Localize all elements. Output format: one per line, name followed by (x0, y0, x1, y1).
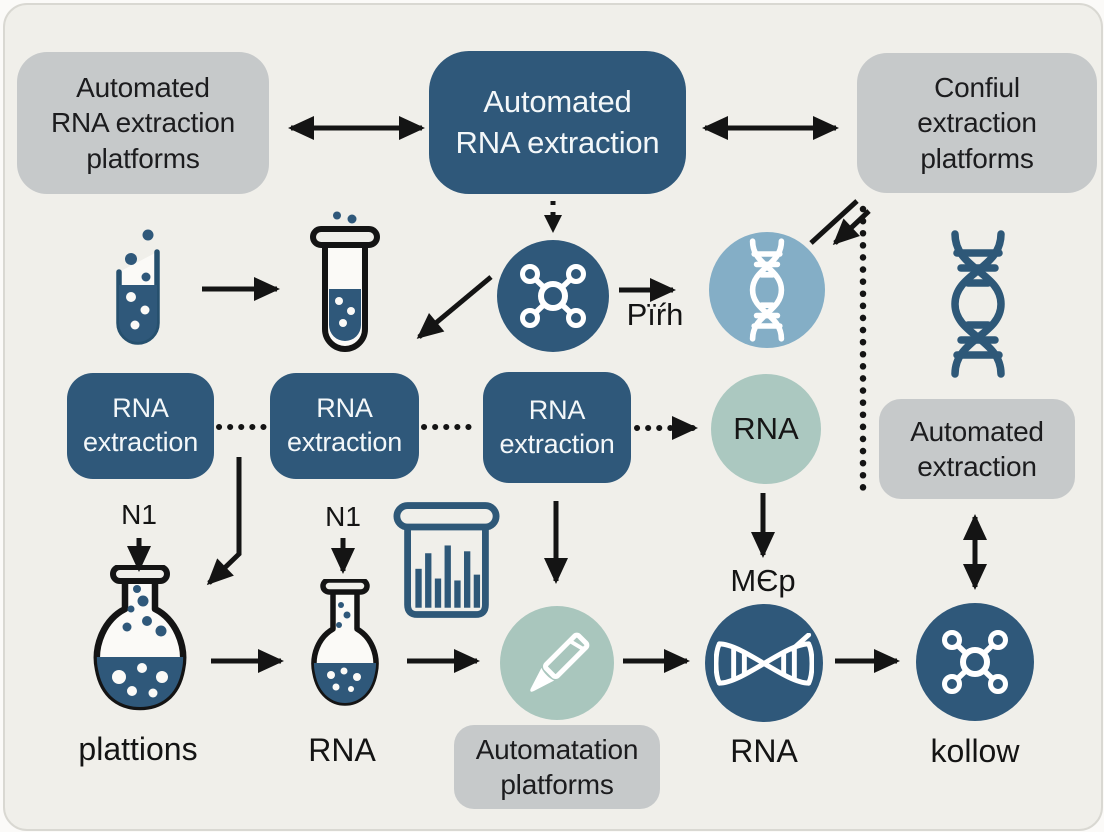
rna-extraction-box-1: RNA extraction (67, 373, 214, 479)
dna-helix-outline-icon (951, 230, 1005, 378)
test-tube-filled-icon (116, 229, 160, 345)
kollow-molecule-circle (916, 603, 1034, 721)
automated-extraction-box: Automated extraction (879, 399, 1075, 499)
double-diagonal-line-1 (809, 199, 859, 245)
molecule-network-icon (942, 630, 1008, 694)
molecule-circle (497, 240, 609, 352)
kollow-label: kollow (930, 733, 1020, 769)
dna-circle-light (709, 232, 825, 348)
n1-label-right: N1 (325, 501, 361, 532)
rna-extraction-box-2: RNA extraction (270, 373, 419, 479)
round-flask-icon (93, 565, 187, 711)
confiul-extraction-platforms-box: Confiul extraction platforms (857, 53, 1097, 193)
mep-label: MЄp (730, 563, 796, 598)
automatation-platforms-box: Automatation platforms (454, 725, 660, 809)
round-flask-small-icon (311, 579, 379, 706)
rna-flask-label: RNA (308, 732, 376, 768)
plattions-label: plattions (78, 731, 198, 767)
automated-rna-extraction-box: Automated RNA extraction (429, 51, 686, 194)
molecule-network-icon (520, 264, 586, 328)
dna-strand-icon (714, 632, 814, 686)
pipette-icon (530, 632, 590, 692)
rna-circle: RNA (711, 374, 821, 484)
bar-chart-icon (393, 502, 500, 618)
double-diagonal-arrow-2 (832, 209, 871, 246)
automated-rna-platforms-box: Automated RNA extraction platforms (17, 52, 269, 194)
pih-label: Pïŕh (626, 297, 684, 332)
dna-circle-dark (705, 604, 823, 722)
arrow-molecule-diagonal (416, 275, 493, 339)
dna-helix-icon (749, 238, 785, 342)
pipette-circle (500, 606, 614, 720)
diagram-canvas: Automated RNA extraction platforms Autom… (3, 3, 1103, 831)
n1-label-left: N1 (121, 499, 157, 530)
bent-arrow-to-flask (206, 457, 242, 586)
test-tube-outline-icon (310, 211, 380, 352)
rna-extraction-box-3: RNA extraction (483, 372, 631, 483)
rna-dna-label: RNA (730, 733, 798, 769)
